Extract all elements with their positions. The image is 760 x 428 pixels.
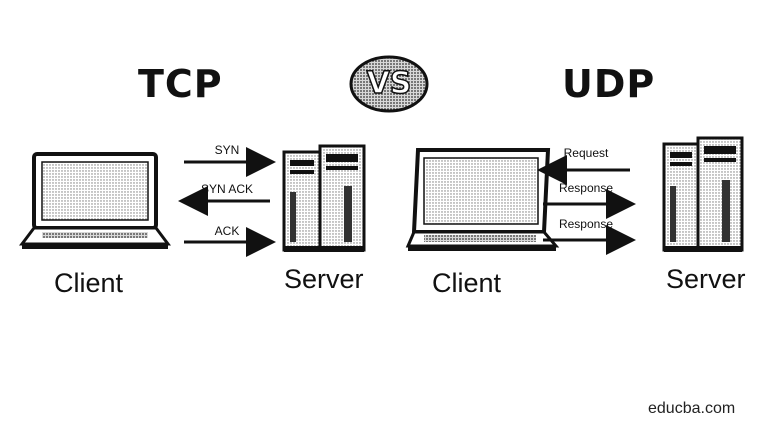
vs-badge <box>349 55 429 113</box>
udp-client-label: Client <box>432 268 502 298</box>
vs-label: VS <box>366 65 412 102</box>
tcp-heading: TCP <box>138 62 223 106</box>
tcp-message-synack: SYN ACK <box>200 182 254 196</box>
tcp-server-icon <box>282 144 366 252</box>
tcp-client-label: Client <box>54 268 124 298</box>
tcp-server-label: Server <box>284 264 364 294</box>
tcp-message-ack: ACK <box>214 224 240 238</box>
tcp-message-syn: SYN <box>214 143 240 157</box>
udp-message-request: Request <box>563 146 609 160</box>
udp-client-laptop-icon <box>405 148 560 251</box>
udp-heading: UDP <box>562 62 656 106</box>
tcp-client-laptop-icon <box>19 152 171 249</box>
udp-message-response-1: Response <box>558 181 614 195</box>
udp-server-icon <box>662 136 744 252</box>
watermark: educba.com <box>648 400 736 417</box>
udp-message-response-2: Response <box>558 217 614 231</box>
udp-server-label: Server <box>666 264 746 294</box>
